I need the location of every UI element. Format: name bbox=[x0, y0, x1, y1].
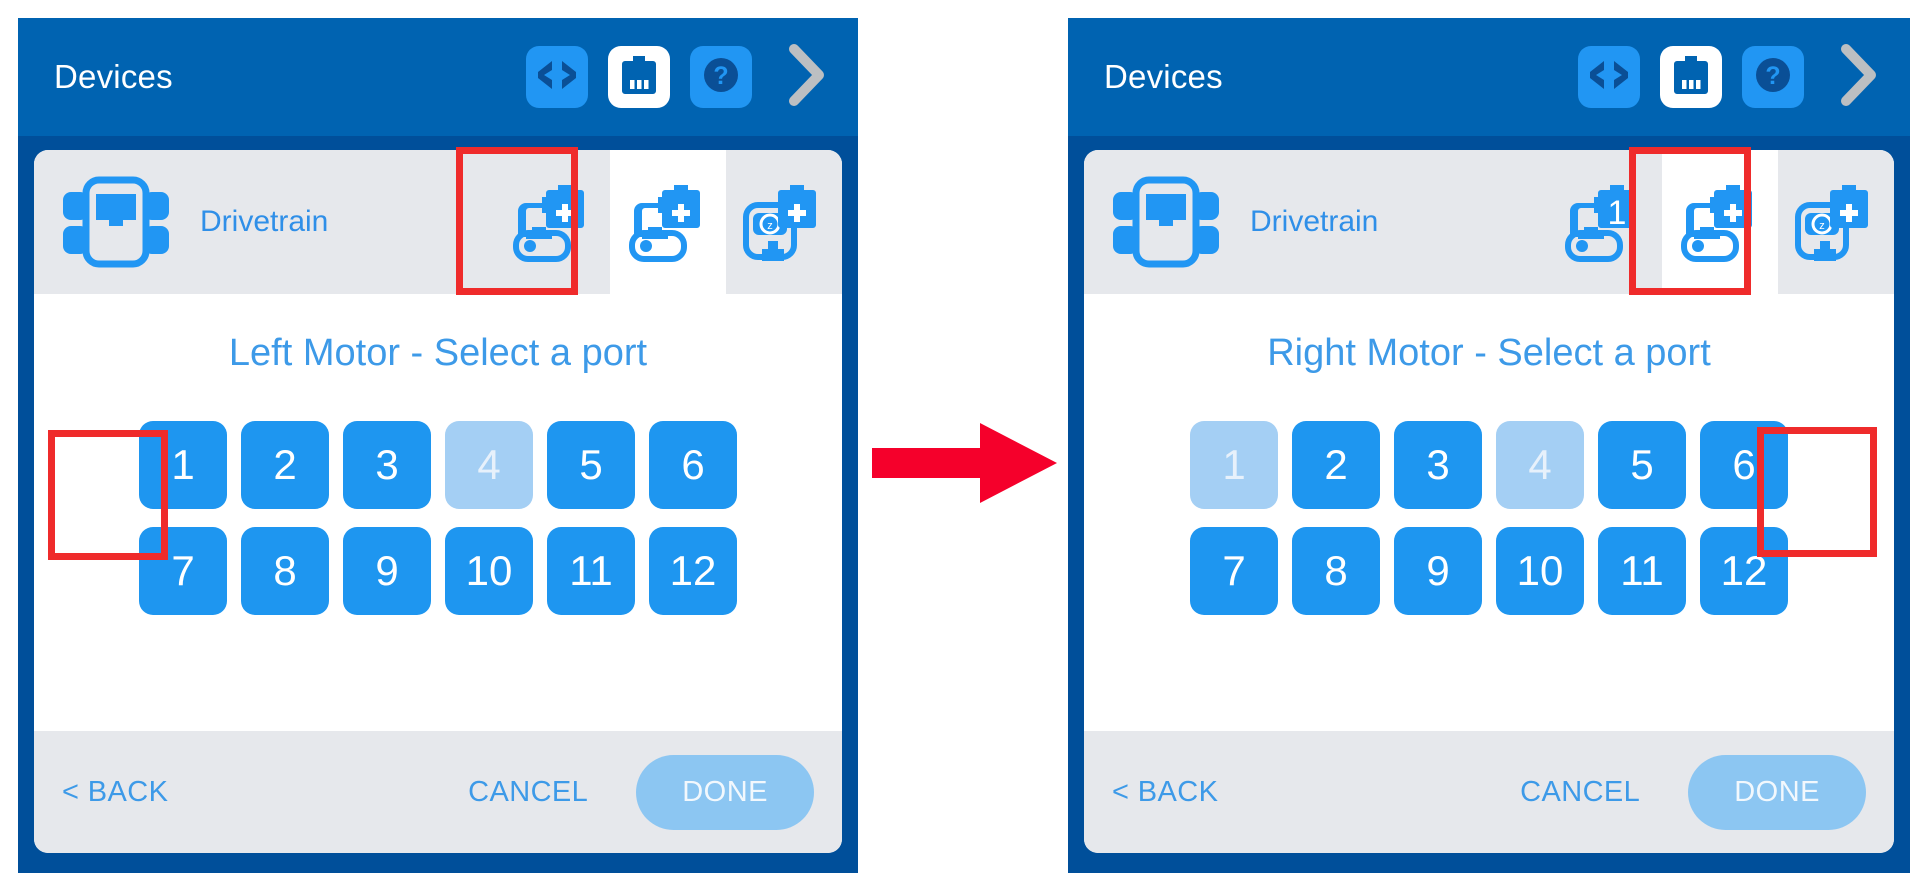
chevron-right-icon bbox=[1837, 43, 1877, 111]
device-card-left: Drivetrain bbox=[34, 150, 842, 853]
device-tools-right: 1 bbox=[1546, 150, 1894, 294]
port-grid-right: 1 2 3 4 5 6 7 8 9 10 11 12 bbox=[1190, 421, 1788, 615]
port-button[interactable]: 1 bbox=[139, 421, 227, 509]
port-chooser-right: Right Motor - Select a port 1 2 3 4 5 6 … bbox=[1084, 294, 1894, 731]
add-right-motor-button[interactable] bbox=[610, 150, 726, 294]
device-label: Drivetrain bbox=[200, 205, 329, 238]
add-left-motor-icon bbox=[506, 177, 598, 268]
add-gyro-sensor-icon: z bbox=[1790, 177, 1882, 268]
done-button[interactable]: DONE bbox=[1688, 754, 1866, 830]
svg-text:?: ? bbox=[1765, 62, 1780, 90]
card-footer-left: < BACK CANCEL DONE bbox=[34, 731, 842, 853]
chevron-right-icon-button[interactable] bbox=[1830, 43, 1884, 111]
nav-title: Devices bbox=[54, 58, 173, 95]
drivetrain-icon bbox=[1110, 174, 1222, 270]
port-button[interactable]: 10 bbox=[445, 527, 533, 615]
nav-icon-group: ? bbox=[1578, 43, 1884, 111]
code-icon-button[interactable] bbox=[526, 46, 588, 108]
port-grid-left: 1 2 3 4 5 6 7 8 9 10 11 12 bbox=[139, 421, 737, 615]
chooser-title: Right Motor - Select a port bbox=[1267, 332, 1711, 374]
port-button[interactable]: 11 bbox=[1598, 527, 1686, 615]
chooser-title: Left Motor - Select a port bbox=[228, 332, 648, 374]
device-strip-left: Drivetrain bbox=[34, 150, 842, 294]
port-button: 4 bbox=[1496, 421, 1584, 509]
port-button[interactable]: 11 bbox=[547, 527, 635, 615]
add-gyro-sensor-icon: z bbox=[738, 177, 830, 268]
code-icon-button[interactable] bbox=[1578, 46, 1640, 108]
add-gyro-sensor-button[interactable]: z bbox=[726, 150, 842, 294]
device-card-right: Drivetrain 1 bbox=[1084, 150, 1894, 853]
navbar-right: Devices bbox=[1068, 18, 1910, 136]
port-button[interactable]: 9 bbox=[343, 527, 431, 615]
cancel-button[interactable]: CANCEL bbox=[468, 775, 589, 808]
port-button[interactable]: 2 bbox=[241, 421, 329, 509]
back-button[interactable]: < BACK bbox=[62, 775, 169, 808]
port-button[interactable]: 12 bbox=[649, 527, 737, 615]
chevron-right-icon bbox=[785, 43, 825, 111]
help-icon: ? bbox=[699, 53, 743, 102]
port-button[interactable]: 3 bbox=[1394, 421, 1482, 509]
device-tools-left: z bbox=[494, 150, 842, 294]
done-button[interactable]: DONE bbox=[636, 754, 814, 830]
help-icon-button[interactable]: ? bbox=[1742, 46, 1804, 108]
svg-text:?: ? bbox=[713, 62, 728, 90]
chevron-right-icon-button[interactable] bbox=[778, 43, 832, 111]
port-chooser-left: Left Motor - Select a port 1 2 3 4 5 6 7… bbox=[34, 294, 842, 731]
port-button[interactable]: 7 bbox=[139, 527, 227, 615]
left-motor-port-icon: 1 bbox=[1558, 177, 1650, 268]
code-icon bbox=[1589, 58, 1629, 97]
nav-title: Devices bbox=[1104, 58, 1223, 95]
back-button[interactable]: < BACK bbox=[1112, 775, 1219, 808]
port-button[interactable]: 7 bbox=[1190, 527, 1278, 615]
port-button: 1 bbox=[1190, 421, 1278, 509]
add-right-motor-icon bbox=[1674, 177, 1766, 268]
port-button[interactable]: 5 bbox=[1598, 421, 1686, 509]
drivetrain-icon bbox=[60, 174, 172, 270]
port-button[interactable]: 3 bbox=[343, 421, 431, 509]
device-label: Drivetrain bbox=[1250, 205, 1379, 238]
port-button[interactable]: 10 bbox=[1496, 527, 1584, 615]
port-button[interactable]: 6 bbox=[649, 421, 737, 509]
left-motor-port-button[interactable]: 1 bbox=[1546, 150, 1662, 294]
add-left-motor-button[interactable] bbox=[494, 150, 610, 294]
add-right-motor-button[interactable] bbox=[1662, 150, 1778, 294]
svg-text:z: z bbox=[1819, 220, 1825, 232]
port-button[interactable]: 8 bbox=[1292, 527, 1380, 615]
port-button[interactable]: 12 bbox=[1700, 527, 1788, 615]
battery-icon bbox=[621, 54, 657, 101]
svg-text:z: z bbox=[767, 220, 773, 232]
code-icon bbox=[537, 58, 577, 97]
port-button[interactable]: 2 bbox=[1292, 421, 1380, 509]
navbar-left: Devices bbox=[18, 18, 858, 136]
port-button[interactable]: 9 bbox=[1394, 527, 1482, 615]
port-button: 4 bbox=[445, 421, 533, 509]
port-button[interactable]: 8 bbox=[241, 527, 329, 615]
svg-text:1: 1 bbox=[1608, 194, 1627, 232]
nav-icon-group: ? bbox=[526, 43, 832, 111]
port-button[interactable]: 5 bbox=[547, 421, 635, 509]
help-icon-button[interactable]: ? bbox=[690, 46, 752, 108]
app-frame-right: Devices bbox=[1068, 18, 1910, 873]
add-gyro-sensor-button[interactable]: z bbox=[1778, 150, 1894, 294]
help-icon: ? bbox=[1751, 53, 1795, 102]
port-button[interactable]: 6 bbox=[1700, 421, 1788, 509]
cancel-button[interactable]: CANCEL bbox=[1520, 775, 1641, 808]
add-right-motor-icon bbox=[622, 177, 714, 268]
battery-icon-button[interactable] bbox=[608, 46, 670, 108]
device-strip-right: Drivetrain 1 bbox=[1084, 150, 1894, 294]
transition-arrow bbox=[872, 418, 1062, 508]
battery-icon bbox=[1673, 54, 1709, 101]
app-frame-left: Devices bbox=[18, 18, 858, 873]
battery-icon-button[interactable] bbox=[1660, 46, 1722, 108]
card-footer-right: < BACK CANCEL DONE bbox=[1084, 731, 1894, 853]
